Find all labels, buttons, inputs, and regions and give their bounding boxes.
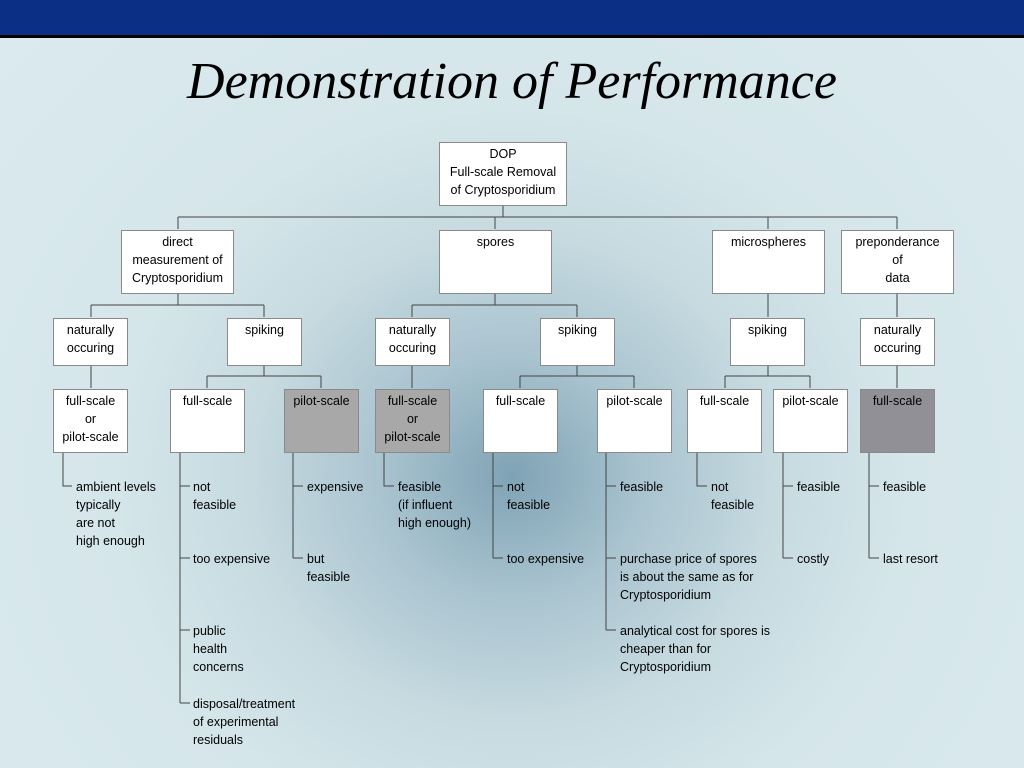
note-feasible: feasible [620, 480, 664, 494]
note-not-feasible: not feasible [193, 480, 237, 512]
top-banner [0, 0, 1024, 38]
note-but-feasible: but feasible [307, 552, 351, 584]
note-ambient-levels: ambient levels typically are not high en… [76, 480, 156, 548]
leaf-pilot-scale: pilot-scale [773, 389, 848, 453]
node-spores-spiking: spiking [540, 318, 615, 366]
note-feasible: feasible [883, 480, 927, 494]
note-public-health-concerns: public health concerns [193, 624, 244, 674]
leaf-pilot-scale: pilot-scale [597, 389, 672, 453]
note-feasible-if-influent-high: feasible (if influent high enough) [398, 480, 471, 530]
note-not-feasible: not feasible [711, 480, 755, 512]
note-feasible: feasible [797, 480, 841, 494]
note-last-resort: last resort [883, 552, 938, 566]
leaf-full-scale: full-scale [483, 389, 558, 453]
note-expensive: expensive [307, 480, 364, 494]
note-costly: costly [797, 552, 829, 566]
note-not-feasible: not feasible [507, 480, 551, 512]
slide-title: Demonstration of Performance [187, 53, 837, 110]
node-direct-measurement: direct measurement of Cryptosporidium [121, 230, 234, 294]
node-microspheres-spiking: spiking [730, 318, 805, 366]
leaf-full-scale: full-scale [170, 389, 245, 453]
leaf-pilot-scale: pilot-scale [284, 389, 359, 453]
leaf-full-scale: full-scale [860, 389, 935, 453]
node-preponderance-naturally-occuring: naturally occuring [860, 318, 935, 366]
leaf-full-or-pilot-scale: full-scale or pilot-scale [53, 389, 128, 453]
note-purchase-price: purchase price of spores is about the sa… [620, 552, 757, 602]
leaf-full-or-pilot-scale: full-scale or pilot-scale [375, 389, 450, 453]
node-direct-naturally-occuring: naturally occuring [53, 318, 128, 366]
note-too-expensive: too expensive [507, 552, 585, 566]
node-spores: spores [439, 230, 552, 294]
node-spores-naturally-occuring: naturally occuring [375, 318, 450, 366]
note-analytical-cost: analytical cost for spores is cheaper th… [620, 624, 771, 674]
node-preponderance-of-data: preponderance of data [841, 230, 954, 294]
node-direct-spiking: spiking [227, 318, 302, 366]
note-too-expensive: too expensive [193, 552, 271, 566]
node-dop-root: DOP Full-scale Removal of Cryptosporidiu… [439, 142, 567, 206]
note-disposal-treatment: disposal/treatment of experimental resid… [193, 697, 296, 747]
node-microspheres: microspheres [712, 230, 825, 294]
leaf-full-scale: full-scale [687, 389, 762, 453]
